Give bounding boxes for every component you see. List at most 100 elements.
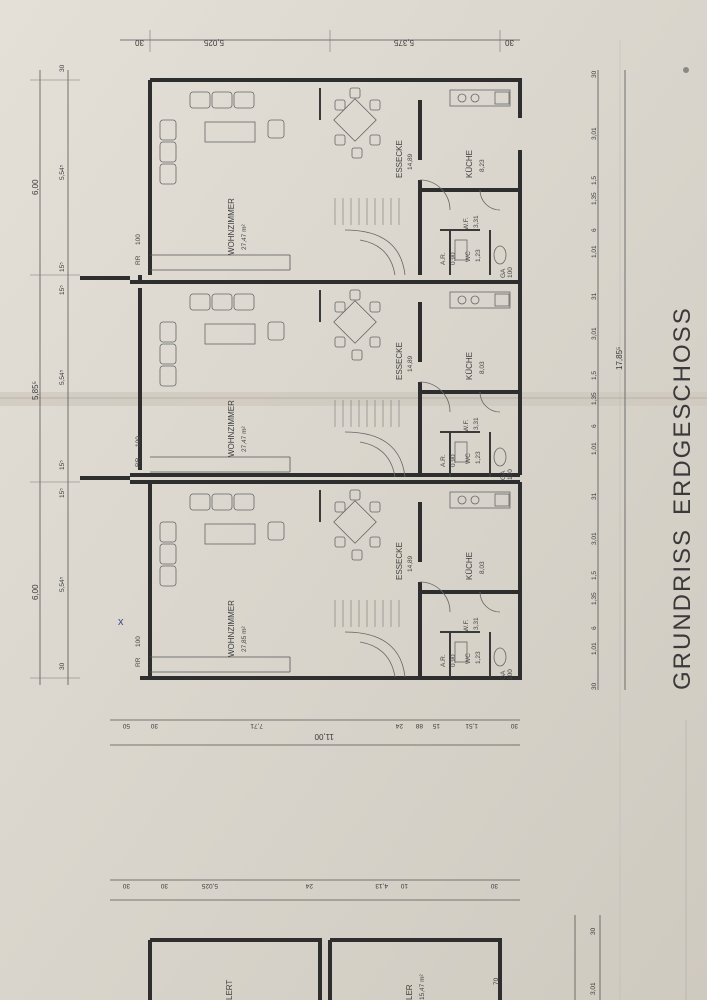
dim-lower-1: 30 <box>122 882 130 889</box>
dim-right-11: 6 <box>591 424 598 428</box>
wohnzimmer-label: WOHNZIMMER <box>227 400 236 457</box>
dim-left-outer-3: 6,00 <box>31 584 40 600</box>
wohnzimmer-label: WOHNZIMMER <box>227 198 236 255</box>
wc-label: WC <box>465 251 472 262</box>
dim-lower-right-2: 3,01 <box>590 982 597 995</box>
dining-table <box>333 87 381 159</box>
dim-left-inner-6: 15⁵ <box>59 460 66 470</box>
dim-top-4: 30 <box>505 38 514 47</box>
wf-label: W.F. <box>463 217 470 230</box>
dimension-line-right: 17,85⁵ <box>597 70 626 690</box>
dim-bottom-3: 7,71 <box>250 722 263 729</box>
dim-bottom-4: 24 <box>395 722 403 729</box>
dim-left-outer-1: 6,00 <box>31 179 40 195</box>
wc-label: WC <box>465 653 472 664</box>
pin-hole <box>683 67 689 73</box>
rr-value: 100 <box>135 436 142 447</box>
dim-right-12: 1,01 <box>591 442 598 455</box>
essecke-label: ESSECKE <box>395 140 404 178</box>
wohnzimmer-area: 27,85 m² <box>241 626 248 652</box>
dim-lower-2: 30 <box>160 882 168 889</box>
ar-label: A.R. <box>440 454 447 467</box>
pencil-mark: x <box>118 616 124 628</box>
rr-label: RR <box>135 457 142 467</box>
ga-label: GA <box>500 470 507 480</box>
dim-right-8: 3,01 <box>591 327 598 340</box>
rr-value: 100 <box>135 234 142 245</box>
dim-right-total: 17,85⁵ <box>615 347 624 370</box>
kueche-area: 8,23 <box>479 159 486 172</box>
dim-left-inner-4: 15⁵ <box>59 285 66 295</box>
dim-bottom-2: 30 <box>150 722 158 729</box>
dimension-line-bottom: 11,00 <box>110 719 520 746</box>
staircase <box>334 600 406 678</box>
dim-top-3: 5,375 <box>393 38 414 47</box>
dim-right-19: 30 <box>591 682 598 690</box>
dining-table <box>333 489 381 561</box>
wf-area: 3,31 <box>473 215 480 228</box>
ga-value: 100 <box>507 469 514 480</box>
ga-value: 100 <box>507 267 514 278</box>
essecke-label: ESSECKE <box>395 542 404 580</box>
essecke-area: 14,89 <box>407 555 414 572</box>
lower-room-b-area: 15,47 m² <box>419 974 426 1000</box>
ar-label: A.R. <box>440 252 447 265</box>
wohnzimmer-label: WOHNZIMMER <box>227 600 236 657</box>
dim-bottom-7: 1,51 <box>465 722 478 729</box>
essecke-area: 14,89 <box>407 355 414 372</box>
dim-right-9: 1,5 <box>591 371 598 380</box>
title-word-grundriss: GRUNDRISS <box>669 528 696 690</box>
ar-area: 0,90 <box>450 252 457 265</box>
dim-left-inner-7: 15⁵ <box>59 488 66 498</box>
kueche-area: 8,03 <box>479 361 486 374</box>
essecke-label: ESSECKE <box>395 342 404 380</box>
dim-right-4: 1,35 <box>591 192 598 205</box>
dim-right-17: 6 <box>591 626 598 630</box>
dining-table <box>333 289 381 361</box>
dim-lower-4: 24 <box>305 882 313 889</box>
kueche-label: KÜCHE <box>465 352 474 380</box>
wc-area: 1,23 <box>475 451 482 464</box>
wc-area: 1,23 <box>475 651 482 664</box>
staircase <box>334 400 406 478</box>
sofa-set <box>159 91 285 185</box>
dim-left-outer-2: 5,85⁵ <box>31 381 40 400</box>
title-word-erdgeschoss: ERDGESCHOSS <box>669 306 696 515</box>
dim-top-1: 30 <box>135 38 144 47</box>
lower-room-a: LERT <box>225 980 234 1000</box>
dim-bottom-8: 30 <box>510 722 518 729</box>
building-outline <box>80 78 522 680</box>
dimension-line-top: 30 5,025 5,375 30 <box>120 30 520 52</box>
lower-plan-section: LERT LER 15,47 m² 70 30 3,01 <box>110 879 601 1000</box>
rr-label: RR <box>135 657 142 667</box>
dim-right-15: 1,5 <box>591 571 598 580</box>
dimension-line-left: 6,00 5,85⁵ 6,00 30 5,54⁵ 15⁵ 15⁵ 5,54⁵ 1… <box>30 64 80 685</box>
ar-area: 0,90 <box>450 454 457 467</box>
dim-right-1: 30 <box>591 70 598 78</box>
wohnzimmer-area: 27,47 m² <box>241 224 248 250</box>
dim-bottom-6: 15 <box>432 722 440 729</box>
dim-right-6: 1,01 <box>591 245 598 258</box>
drawing-title: GRUNDRISS ERDGESCHOSS <box>669 306 696 690</box>
ga-label: GA <box>500 670 507 680</box>
dim-right-18: 1,01 <box>591 642 598 655</box>
dim-left-inner-3: 15⁵ <box>59 262 66 272</box>
dim-right-16: 1,35 <box>591 592 598 605</box>
wohnzimmer-area: 27,47 m² <box>241 426 248 452</box>
dim-left-inner-9: 30 <box>59 662 66 670</box>
dim-right-10: 1,35 <box>591 392 598 405</box>
wf-label: W.F. <box>463 419 470 432</box>
dim-lower-6: 10 <box>400 882 408 889</box>
lower-room-b: LER <box>405 984 414 1000</box>
dim-right-3: 1,5 <box>591 176 598 185</box>
wf-area: 3,31 <box>473 617 480 630</box>
dim-right-5: 6 <box>591 228 598 232</box>
dim-right-14: 3,01 <box>591 532 598 545</box>
dim-lower-right-1: 30 <box>590 927 597 935</box>
